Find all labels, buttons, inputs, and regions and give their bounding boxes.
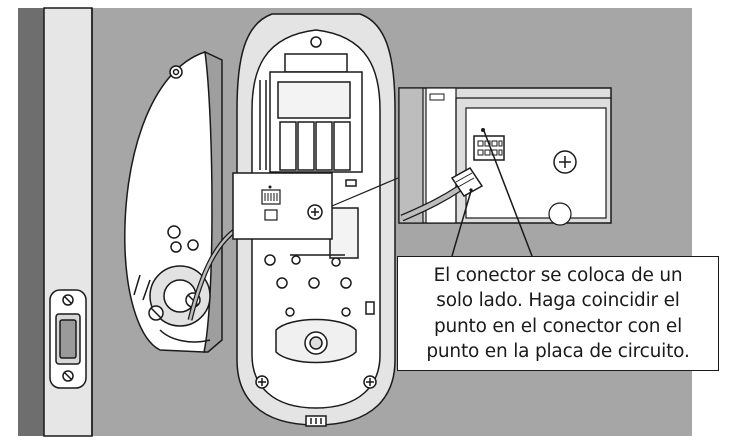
strike-plate: [49, 289, 87, 389]
callout-line-2: solo lado. Haga coincidir el: [436, 290, 680, 311]
leader-lines: [451, 130, 533, 257]
connector-highlight-box: [232, 172, 399, 240]
callout-text-box: El conector se coloca de un solo lado. H…: [397, 256, 719, 371]
callout-line-3: punto en el conector con el: [433, 315, 683, 337]
callout-line-1: El conector se coloca de un: [433, 264, 683, 286]
callout-line-4: punto en la placa de circuito.: [426, 341, 690, 362]
zoom-inset: [398, 87, 612, 226]
